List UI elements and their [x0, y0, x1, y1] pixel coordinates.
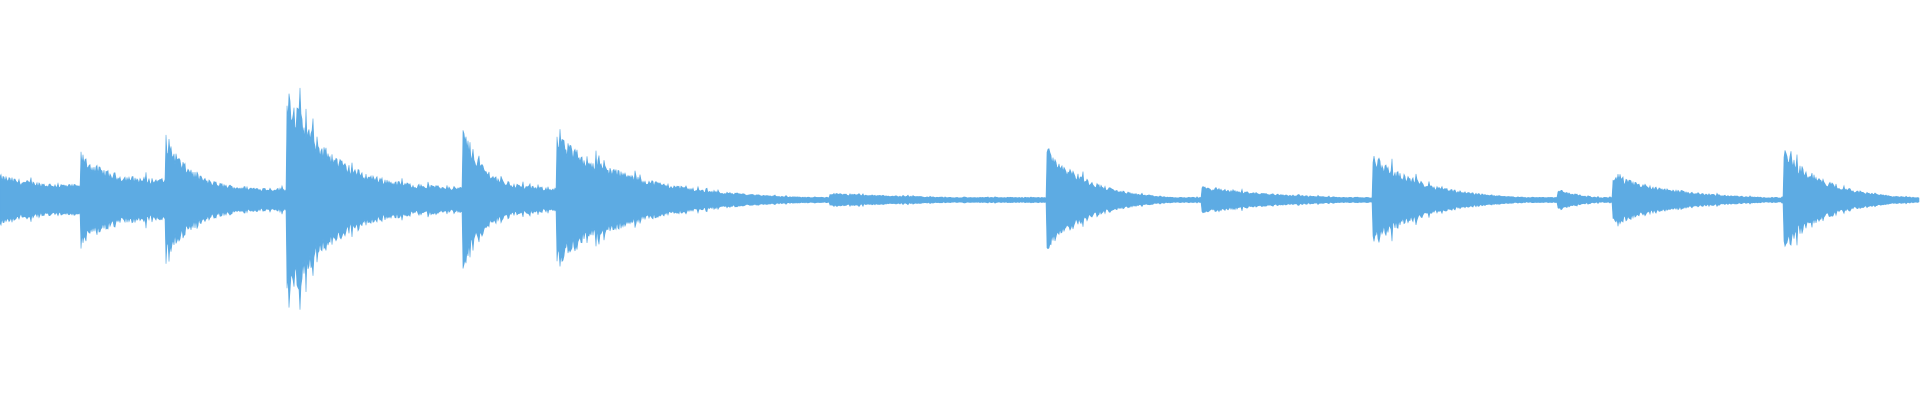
- waveform-shape: [0, 87, 1920, 310]
